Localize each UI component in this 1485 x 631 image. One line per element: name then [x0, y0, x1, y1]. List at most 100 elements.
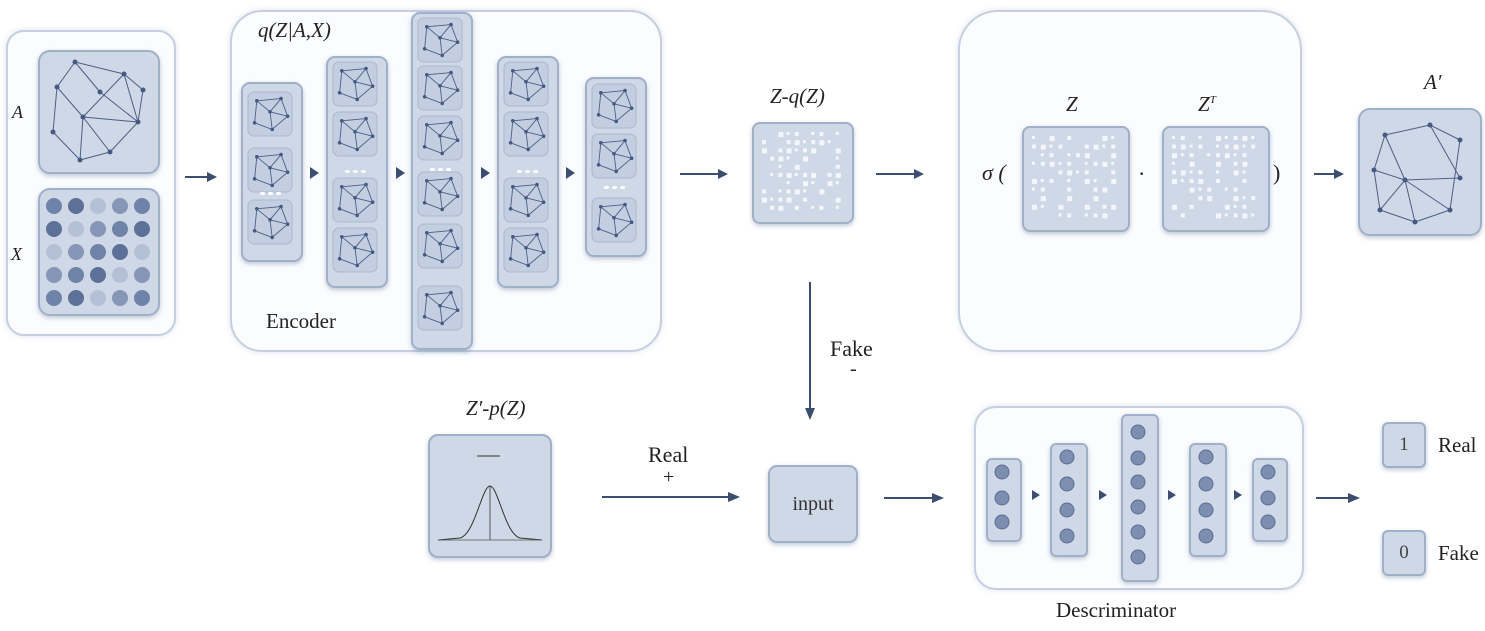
matrix-cell [803, 140, 806, 144]
disc-arrow-4 [1234, 490, 1242, 500]
arrow-real-input [602, 492, 740, 502]
matrix-cell [1102, 136, 1108, 141]
matrix-cell [1049, 153, 1054, 158]
matrix-cell [1084, 213, 1088, 217]
matrix-cell [1032, 161, 1035, 165]
output-fake-label: Fake [1438, 541, 1479, 565]
matrix-cell [1224, 213, 1228, 217]
decoder-zt-matrix [1162, 126, 1270, 232]
matrix-cell [786, 140, 791, 145]
matrix-cell [1172, 144, 1176, 149]
decoder-zt-base: Z [1198, 92, 1210, 116]
graph-glyph [247, 91, 293, 137]
disc-node [1260, 490, 1276, 506]
prior-distribution-tile [428, 434, 552, 558]
matrix-cell [1189, 161, 1195, 167]
disc-node [1059, 476, 1075, 492]
matrix-cell [1111, 179, 1117, 184]
matrix-cell [1233, 144, 1239, 150]
graph-glyph [591, 83, 637, 129]
matrix-cell [1180, 213, 1185, 218]
arrow-latent-decoder [876, 169, 924, 179]
matrix-cell [819, 189, 825, 195]
ellipsis-dash [620, 186, 625, 189]
disc-node [1059, 502, 1075, 518]
matrix-cell [1058, 204, 1064, 210]
matrix-cell [1084, 153, 1090, 159]
matrix-cell [1251, 213, 1255, 217]
disc-node [994, 514, 1010, 530]
ellipsis-dash [430, 168, 435, 171]
matrix-cell [1242, 196, 1246, 200]
matrix-cell [1242, 213, 1248, 219]
input-x-label: X [11, 244, 22, 264]
matrix-cell [778, 156, 784, 162]
decoder-zt-label: ZT [1198, 92, 1216, 117]
matrix-cell [1102, 161, 1108, 167]
matrix-cell [1093, 213, 1098, 218]
feature-cell [68, 267, 84, 283]
disc-node [1198, 528, 1214, 544]
matrix-cell [1058, 161, 1062, 165]
decoder-sigma: σ ( [982, 160, 1006, 185]
matrix-cell [1067, 136, 1072, 140]
disc-node [1130, 549, 1146, 565]
encoder-arrow-4 [566, 167, 575, 179]
ellipsis-dash [260, 192, 265, 195]
feature-cell [112, 267, 128, 283]
matrix-cell [1198, 136, 1202, 139]
matrix-cell [778, 148, 783, 153]
matrix-cell [1233, 196, 1239, 202]
graph-glyph [332, 111, 378, 157]
disc-node [1198, 449, 1214, 465]
matrix-cell [1233, 136, 1238, 140]
matrix-cell [1172, 161, 1175, 165]
matrix-cell [1093, 187, 1098, 192]
feature-cell [112, 198, 128, 214]
graph-glyph [417, 171, 463, 217]
feature-cell [68, 221, 84, 237]
output-fake-value: 0 [1399, 542, 1409, 563]
matrix-cell [811, 173, 817, 178]
matrix-cell [794, 173, 798, 176]
matrix-cell [1180, 179, 1184, 182]
matrix-cell [1242, 204, 1247, 209]
matrix-cell [1242, 144, 1246, 148]
matrix-cell [835, 173, 841, 178]
matrix-cell [1067, 179, 1071, 182]
decoder-zt-sup: T [1209, 94, 1216, 106]
graph-glyph [332, 227, 378, 273]
matrix-cell [1172, 153, 1177, 159]
fake-path-sign: - [850, 358, 857, 380]
feature-cell [90, 198, 106, 214]
feature-cell [90, 244, 106, 260]
matrix-cell [835, 205, 839, 209]
matrix-cell [786, 189, 791, 194]
graph-a-tile [38, 50, 160, 174]
matrix-cell [1084, 179, 1090, 184]
matrix-cell [1242, 136, 1248, 141]
graph-glyph [332, 61, 378, 107]
matrix-cell [1049, 161, 1055, 167]
matrix-cell [1216, 144, 1219, 148]
matrix-cell [770, 197, 774, 201]
graph-glyph [417, 115, 463, 161]
disc-node [1059, 528, 1075, 544]
matrix-cell [1189, 187, 1195, 193]
disc-node [1198, 476, 1214, 492]
matrix-cell [778, 164, 782, 168]
ellipsis-dash [517, 170, 522, 173]
ellipsis-dash [345, 170, 350, 173]
matrix-cell [1032, 179, 1037, 184]
matrix-cell [1216, 153, 1220, 158]
matrix-cell [1084, 204, 1090, 210]
graph-glyph [247, 199, 293, 245]
feature-cell [134, 290, 150, 306]
matrix-cell [1224, 153, 1230, 159]
ellipsis-dash [525, 170, 530, 173]
decoder-panel [958, 10, 1302, 352]
disc-node [1130, 524, 1146, 540]
input-box: input [768, 465, 858, 543]
matrix-cell [1111, 170, 1116, 175]
